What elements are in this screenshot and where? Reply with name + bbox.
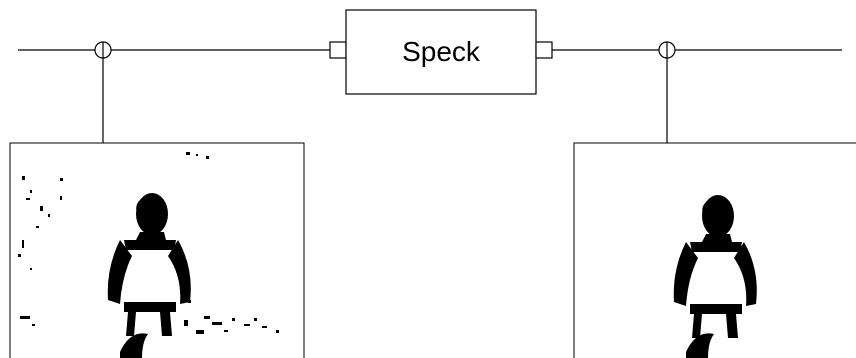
input-port [329, 41, 347, 59]
tap-junction-right [658, 41, 676, 143]
speck-block: Speck [329, 9, 553, 95]
output-image [573, 142, 856, 358]
person-silhouette-output [673, 195, 757, 358]
speckle-noise [18, 152, 279, 334]
person-silhouette-input [107, 193, 191, 358]
output-port [535, 41, 553, 59]
input-image [9, 142, 305, 358]
speck-block-label: Speck [402, 36, 481, 67]
tap-junction-left [94, 41, 112, 143]
speck-block-box [345, 9, 537, 95]
